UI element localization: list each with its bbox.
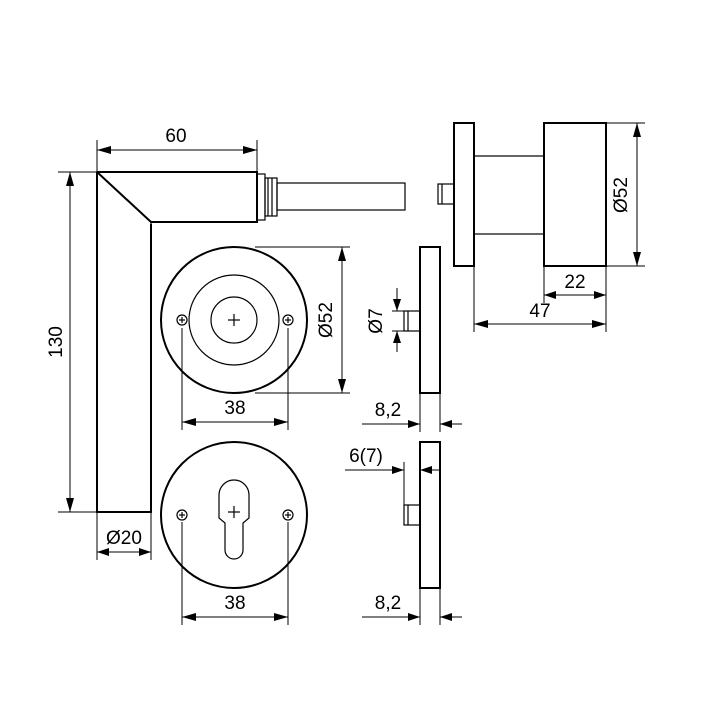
dim-lever-length: 60: [96, 126, 258, 172]
dim-pin-diameter: Ø7: [366, 288, 404, 352]
rose-cylinder: [160, 441, 308, 589]
dim-cylinder-hole-spacing: 38: [181, 522, 289, 625]
dim-label-6-7: 6(7): [349, 446, 383, 467]
dim-label-38-bottom: 38: [224, 593, 245, 614]
dim-label-130: 130: [46, 326, 67, 358]
dim-knob-depth: 22: [543, 266, 607, 303]
knob-side: [437, 122, 607, 267]
dim-lever-height: 130: [46, 171, 97, 513]
dim-rose-thickness-bottom: 8,2: [362, 588, 462, 625]
dim-rose-hole-spacing: 38: [181, 328, 289, 430]
dim-knob-diameter: Ø52: [606, 122, 645, 267]
rose-top: [160, 246, 308, 394]
dim-lever-diameter: Ø20: [96, 512, 152, 560]
dim-label-8-2-bottom: 8,2: [375, 593, 401, 614]
dim-label-rose-d52: Ø52: [316, 302, 337, 338]
dim-label-47: 47: [529, 301, 550, 322]
dim-rose-thickness-top: 8,2: [362, 393, 462, 432]
dim-pin-offset: 6(7): [345, 446, 440, 505]
dim-label-d7: Ø7: [366, 308, 387, 333]
dim-label-22: 22: [564, 272, 585, 293]
rose-side-top: [403, 246, 441, 394]
dim-label-knob-d52: Ø52: [611, 177, 632, 213]
dim-label-d20: Ø20: [106, 528, 142, 549]
dim-knob-projection: 47: [473, 266, 607, 332]
rose-side-bottom: [403, 441, 441, 589]
dim-label-38-top: 38: [224, 398, 245, 419]
dim-label-8-2-top: 8,2: [375, 400, 401, 421]
dim-label-60: 60: [165, 126, 186, 147]
dim-rose-diameter: Ø52: [255, 246, 350, 394]
lever-handle: [96, 171, 406, 513]
